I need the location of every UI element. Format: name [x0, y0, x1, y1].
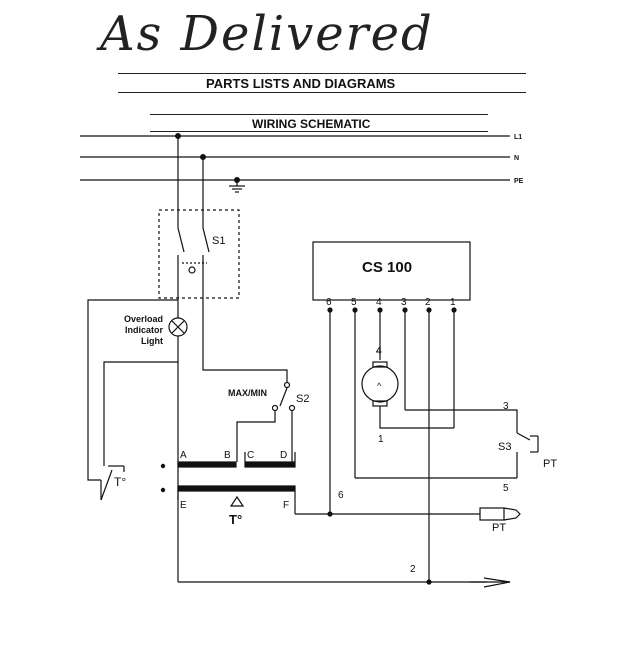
title-rule-top	[118, 73, 526, 74]
switch-s3-label: S3	[498, 441, 511, 453]
page-title: PARTS LISTS AND DIAGRAMS	[206, 76, 396, 91]
handwritten-note: As Delivered	[100, 6, 434, 62]
controller-pin-4: 4	[376, 297, 382, 308]
controller-pin-1: 1	[450, 297, 456, 308]
pt-label-tube: PT	[492, 522, 506, 534]
motor-top-label: 4	[376, 346, 382, 357]
pressure-tube-icon	[479, 507, 521, 521]
line-label-l1: L1	[514, 134, 522, 141]
wire-label-2: 2	[410, 564, 416, 575]
line-label-pe: PE	[514, 178, 524, 185]
title-rule-bottom	[118, 92, 526, 93]
switch-s2-icon	[271, 381, 296, 412]
transformer-symbol: T°	[229, 512, 242, 527]
controller-name: CS 100	[362, 259, 412, 276]
lamp-label-3: Light	[141, 336, 163, 346]
transformer-label-a: A	[180, 450, 187, 461]
transformer-icon	[177, 452, 296, 514]
controller-pin-2: 2	[425, 297, 431, 308]
switch-s1-contacts	[177, 215, 210, 298]
thermostat-label: T°	[114, 475, 126, 489]
pt-label-s3: PT	[543, 458, 557, 470]
subtitle-rule-top	[150, 114, 488, 115]
transformer-label-c: C	[247, 450, 254, 461]
transformer-label-d: D	[280, 450, 287, 461]
transformer-label-b: B	[224, 450, 231, 461]
subtitle-rule-bottom	[150, 131, 488, 132]
line-label-n: N	[514, 155, 519, 162]
controller-pin-3: 3	[401, 297, 407, 308]
overload-lamp-icon	[168, 317, 188, 337]
switch-s2-label: S2	[296, 393, 309, 405]
wire-label-3: 3	[503, 401, 509, 412]
switch-s3-icon	[516, 432, 539, 478]
transformer-label-e: E	[180, 500, 187, 511]
motor-bottom-label: 1	[378, 434, 384, 445]
output-arrow-icon	[470, 577, 511, 588]
schematic-title: WIRING SCHEMATIC	[252, 117, 371, 131]
wire-label-5: 5	[503, 483, 509, 494]
controller-pin-6: 6	[326, 297, 332, 308]
lamp-label-2: Indicator	[125, 325, 164, 335]
lamp-label-1: Overload	[124, 314, 163, 324]
controller-pin-5: 5	[351, 297, 357, 308]
switch-s1-box	[158, 209, 240, 299]
maxmin-label: MAX/MIN	[228, 388, 267, 398]
controller-box	[312, 241, 471, 301]
switch-s1-label: S1	[212, 235, 225, 247]
thermostat-switch-icon	[100, 465, 125, 501]
wire-label-6: 6	[338, 490, 344, 501]
motor-symbol: ^	[377, 381, 382, 391]
transformer-label-f: F	[283, 500, 289, 511]
